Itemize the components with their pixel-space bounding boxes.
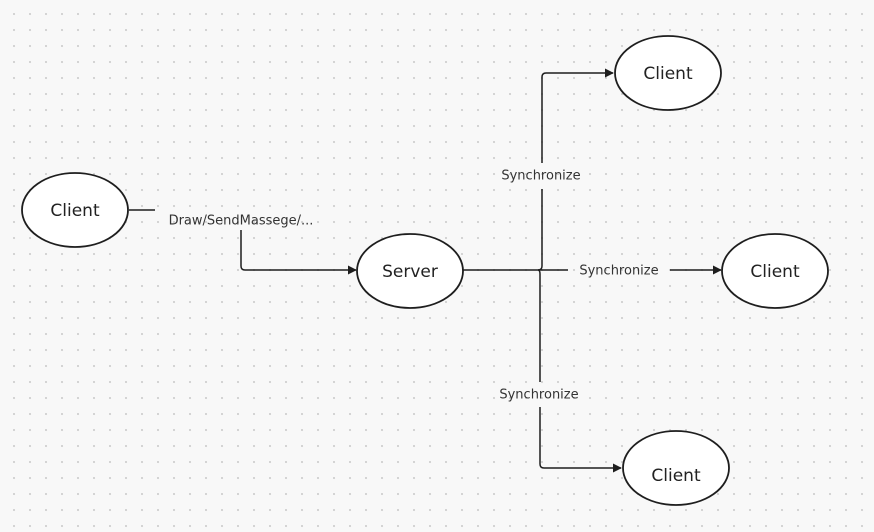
node-client-bottom-label: Client	[651, 466, 701, 486]
edge-label-synchronize-top: Synchronize	[501, 169, 580, 184]
node-client-right[interactable]: Client	[721, 233, 829, 309]
edge-server-to-client-bottom[interactable]	[537, 269, 622, 473]
node-client-left[interactable]: Client	[21, 172, 129, 248]
node-client-top[interactable]: Client	[614, 35, 722, 111]
edge-client-to-server[interactable]	[129, 209, 357, 275]
node-client-left-label: Client	[50, 201, 100, 221]
node-client-bottom[interactable]: Client	[622, 430, 730, 506]
node-client-top-label: Client	[643, 64, 693, 84]
node-server[interactable]: Server	[356, 233, 464, 309]
edge-label-synchronize-right: Synchronize	[579, 264, 658, 279]
node-client-right-label: Client	[750, 262, 800, 282]
node-server-label: Server	[382, 262, 438, 282]
edge-label-draw-send: Draw/SendMassege/...	[169, 214, 314, 229]
edge-label-synchronize-bottom: Synchronize	[499, 388, 578, 403]
